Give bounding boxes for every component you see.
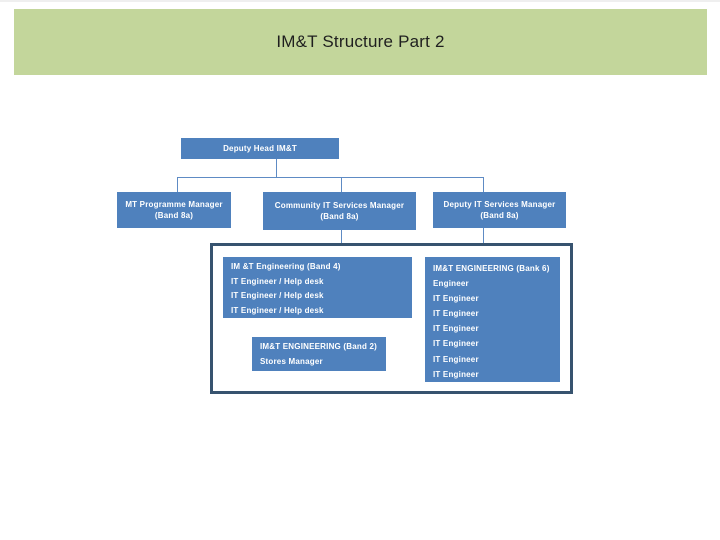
org-node-community-it-manager: Community IT Services Manager (Band 8a) [263, 192, 416, 230]
list-item: IT Engineer [433, 309, 479, 319]
list-item: Engineer [433, 279, 469, 289]
connector-root-vertical [276, 159, 277, 177]
engineering-band2-box: IM&T ENGINEERING (Band 2) Stores Manager [252, 337, 386, 371]
org-node-label: Community IT Services Manager (Band 8a) [274, 201, 405, 221]
list-item: Stores Manager [260, 356, 323, 366]
connector-community-to-container [341, 230, 342, 244]
list-header: IM &T Engineering (Band 4) [231, 262, 341, 271]
slide-top-edge [0, 0, 720, 2]
connector-drop-community [341, 178, 342, 192]
list-header: IM&T ENGINEERING (Bank 6) [433, 264, 550, 273]
connector-drop-programme [177, 178, 178, 192]
org-node-label: Deputy IT Services Manager (Band 8a) [443, 200, 556, 220]
list-item: IT Engineer / Help desk [231, 305, 324, 315]
engineering-bank6-list: IM&T ENGINEERING (Bank 6) Engineer IT En… [425, 257, 560, 382]
org-node-label: Deputy Head IM&T [223, 144, 297, 153]
connector-drop-deputy-it [483, 178, 484, 192]
list-item: IT Engineer / Help desk [231, 276, 324, 286]
list-item: IT Engineer [433, 339, 479, 349]
connector-horizontal [177, 177, 484, 178]
org-node-deputy-head: Deputy Head IM&T [181, 138, 339, 159]
org-node-deputy-it-manager: Deputy IT Services Manager (Band 8a) [433, 192, 566, 228]
list-header: IM&T ENGINEERING (Band 2) [260, 342, 378, 351]
list-item: IT Engineer / Help desk [231, 291, 324, 300]
org-node-programme-manager: MT Programme Manager (Band 8a) [117, 192, 231, 228]
list-item: IT Engineer [433, 354, 479, 364]
list-item: IT Engineer [433, 324, 479, 334]
list-item: IT Engineer [433, 294, 479, 304]
connector-deputy-it-to-container [483, 228, 484, 244]
title-banner: IM&T Structure Part 2 [14, 9, 707, 75]
org-node-label: MT Programme Manager (Band 8a) [125, 200, 223, 220]
list-item: IT Engineer [433, 369, 479, 379]
slide-title: IM&T Structure Part 2 [276, 32, 445, 51]
engineering-band4-list: IM &T Engineering (Band 4) IT Engineer /… [223, 257, 412, 318]
